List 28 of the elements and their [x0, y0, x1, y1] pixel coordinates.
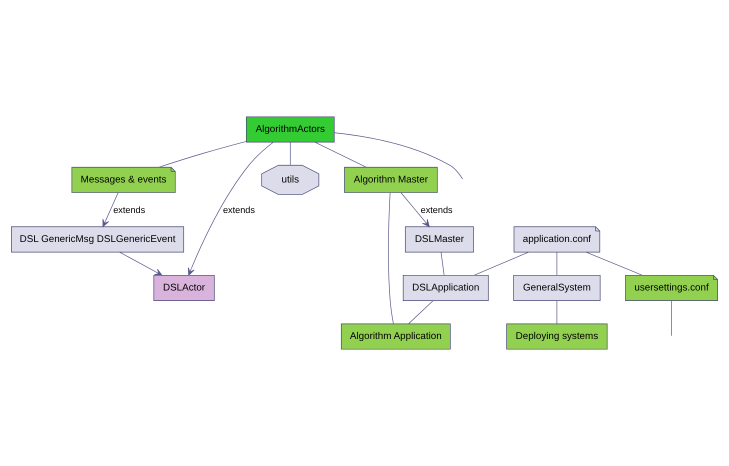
node-box: Deploying systems [506, 324, 608, 350]
arrow [102, 192, 119, 228]
edge-label: extends [420, 204, 453, 215]
node-box: GeneralSystem [513, 274, 601, 301]
node-box: Algorithm Master [344, 166, 438, 193]
node-box: DSLMaster [404, 226, 474, 252]
node-box: DSLApplication [402, 274, 489, 301]
connector [314, 142, 367, 168]
connector [556, 252, 558, 276]
connector [474, 252, 529, 276]
connector [556, 300, 558, 324]
connector [158, 141, 247, 168]
connector [408, 300, 434, 324]
node-box: Algorithm Application [340, 324, 451, 350]
arrow [119, 252, 162, 276]
arrow [400, 192, 430, 228]
node-box: DSL GenericMsg DSLGenericEvent [11, 226, 184, 252]
connector [440, 252, 444, 276]
connector [586, 252, 643, 276]
arrow [188, 142, 274, 276]
connector [671, 300, 672, 336]
connector [388, 192, 394, 324]
connector [290, 142, 291, 166]
connector [334, 132, 463, 180]
edge-label: extends [222, 204, 255, 215]
edge-label: extends [113, 204, 146, 215]
node-box: DSLActor [153, 274, 215, 301]
node-box: AlgorithmActors [246, 116, 335, 142]
